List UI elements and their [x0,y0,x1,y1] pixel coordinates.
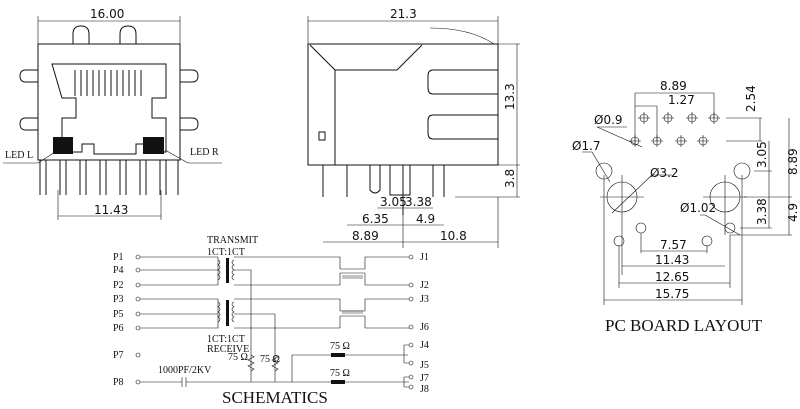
resistor-label-2: 75 Ω [260,354,280,365]
capacitor-label: 1000PF/2KV [158,365,212,376]
resistor-label-1: 75 Ω [228,352,248,363]
pin-j1: J1 [420,252,429,263]
transmit-label: TRANSMIT [207,235,258,246]
pin-j8: J8 [420,384,429,395]
receive-label: RECEIVE [207,344,249,355]
pin-j7: J7 [420,373,429,384]
side-height-dim: 13.3 [503,83,517,110]
side-dim-6-35: 6.35 [362,212,389,226]
side-dim-3-05: 3.05 [380,195,407,209]
hole-label-1-02: Ø1.02 [680,201,716,215]
side-length-dim: 21.3 [390,7,417,21]
pin-j5: J5 [420,360,429,371]
pin-p1: P1 [113,252,124,263]
pin-j6: J6 [420,322,429,333]
pin-p8: P8 [113,377,124,388]
hole-label-3-2: Ø3.2 [650,166,679,180]
pcb-dim-7-57: 7.57 [660,238,687,252]
pcb-dim-15-75: 15.75 [655,287,689,301]
resistor-label-3: 75 Ω [330,341,350,352]
pin-p3: P3 [113,294,124,305]
led-right-label: LED R [190,147,219,158]
pin-p6: P6 [113,323,124,334]
pin-j4: J4 [420,340,429,351]
front-pin-dim: 11.43 [94,203,128,217]
pcb-dim-11-43: 11.43 [655,253,689,267]
pcb-dim-4-9: 4.9 [786,203,800,222]
side-dim-4-9: 4.9 [416,212,435,226]
pin-p5: P5 [113,309,124,320]
side-dim-8-89: 8.89 [352,229,379,243]
pcb-layout-title: PC BOARD LAYOUT [605,316,763,335]
schematic: TRANSMIT 1CT:1CT 1CT:1CT RECEIVE P1 P4 P… [113,235,429,407]
pin-p4: P4 [113,265,124,276]
pcb-dim-12-65: 12.65 [655,270,689,284]
pin-p7: P7 [113,350,124,361]
pin-j2: J2 [420,280,429,291]
pcb-dim-8-89-side: 8.89 [786,148,800,175]
led-left [53,137,73,154]
front-view: 16.00 11.43 LED L LED R [3,7,222,220]
led-left-label: LED L [5,150,33,161]
schematic-title: SCHEMATICS [222,388,328,407]
receive-ratio: 1CT:1CT [207,334,245,345]
side-dim-3-38: 3.38 [405,195,432,209]
transmit-ratio: 1CT:1CT [207,247,245,258]
pcb-dim-2-54: 2.54 [744,85,758,112]
front-width-dim: 16.00 [90,7,124,21]
pcb-layout: 8.89 1.27 2.54 3.05 8.89 3.38 4.9 7.57 1… [572,79,800,335]
hole-label-1-7: Ø1.7 [572,139,601,153]
side-pin-length-dim: 3.8 [503,169,517,188]
pcb-dim-3-05: 3.05 [755,141,769,168]
hole-label-0-9: Ø0.9 [594,113,623,127]
side-dim-10-8: 10.8 [440,229,467,243]
pcb-dim-1-27: 1.27 [668,93,695,107]
pin-j3: J3 [420,294,429,305]
resistor-label-4: 75 Ω [330,368,350,379]
pin-p2: P2 [113,280,124,291]
led-right [143,137,164,154]
side-view: 21.3 13.3 3.8 3.05 3.38 6.35 4.9 8.89 10… [307,7,520,248]
pcb-dim-8-89-top: 8.89 [660,79,687,93]
pcb-dim-3-38: 3.38 [755,198,769,225]
